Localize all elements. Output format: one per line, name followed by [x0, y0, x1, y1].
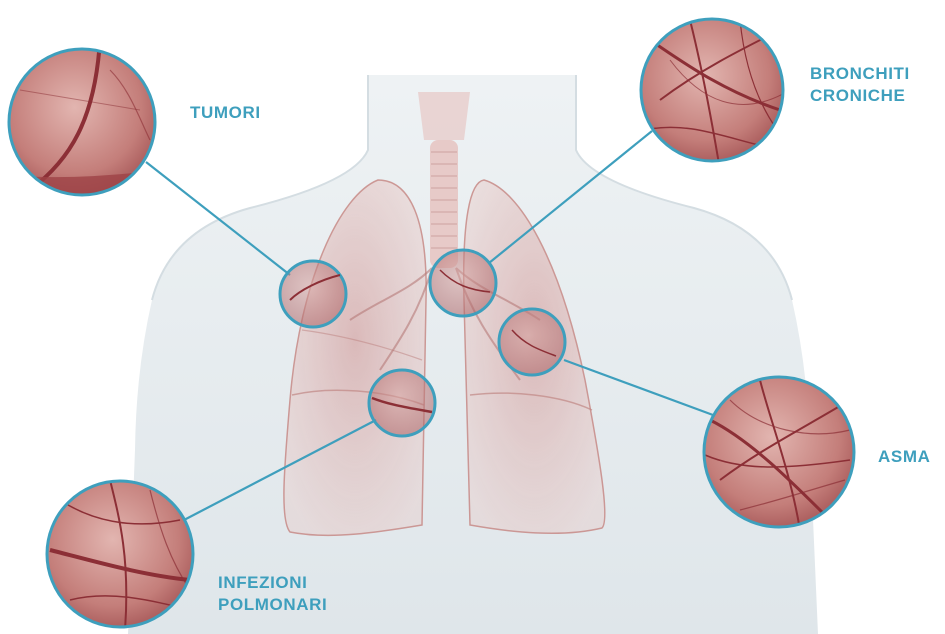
label-tumori: TUMORI	[190, 102, 261, 124]
label-line: POLMONARI	[218, 594, 327, 616]
label-line: TUMORI	[190, 102, 261, 124]
label-line: ASMA	[878, 446, 930, 468]
spot-infezioni	[369, 370, 435, 436]
magnifier-asma	[704, 377, 854, 530]
magnifier-infezioni	[47, 480, 193, 630]
magnifier-tumori	[9, 40, 160, 200]
magnifier-bronchiti	[641, 19, 790, 170]
label-line: BRONCHITI	[810, 63, 910, 85]
label-asma: ASMA	[878, 446, 930, 468]
label-line: CRONICHE	[810, 85, 910, 107]
label-line: INFEZIONI	[218, 572, 327, 594]
spot-tumori	[280, 261, 346, 327]
spot-asma	[499, 309, 565, 375]
spot-bronchiti	[430, 250, 496, 316]
